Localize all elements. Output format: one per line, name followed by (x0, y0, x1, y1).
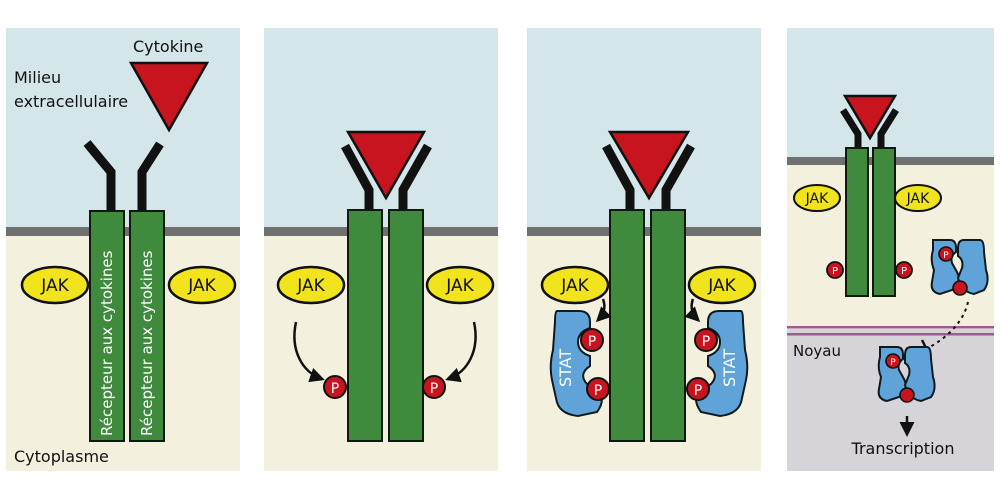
jak-enzyme-right: JAK (894, 184, 942, 212)
receptor-arm-right (661, 143, 695, 212)
svg-text:JAK: JAK (707, 276, 736, 296)
receptor-chain-left (845, 147, 869, 297)
milieu-label: Milieu (14, 68, 61, 87)
svg-text:P: P (832, 266, 838, 277)
extracellular-region (6, 28, 240, 231)
panel-4-nuclear-translocation: JAK JAK P P P Noyau P (787, 28, 994, 471)
jak-enzyme-left: JAK (20, 265, 90, 305)
svg-text:P: P (594, 383, 602, 399)
receptor-arm-right (398, 143, 432, 212)
receptor-arm-left (341, 143, 374, 212)
receptor-arm-left (840, 108, 862, 148)
svg-text:P: P (702, 334, 710, 350)
svg-text:JAK: JAK (906, 191, 930, 207)
transcription-label: Transcription (851, 439, 955, 458)
cytokine-triangle (345, 130, 427, 201)
cytokine-triangle (128, 61, 210, 133)
receptor-chain-right (650, 209, 686, 442)
noyau-label: Noyau (793, 342, 841, 360)
svg-text:JAK: JAK (296, 276, 325, 296)
nuclear-membrane (787, 326, 994, 336)
svg-text:STAT: STAT (720, 349, 739, 387)
svg-text:JAK: JAK (445, 276, 474, 296)
stat-dimer-nucleus: P (877, 346, 936, 403)
svg-text:STAT: STAT (556, 349, 575, 387)
svg-text:P: P (694, 383, 702, 399)
receptor-arm-right (137, 141, 164, 212)
phosphate-group-left-top: P (580, 328, 604, 352)
jak-enzyme-right: JAK (687, 265, 757, 305)
panel-1-receptor-unbound: Milieu extracellulaire Cytoplasme Cytoki… (6, 28, 240, 471)
phosphate-group-right: P (895, 261, 913, 279)
phosphate-group-right: P (422, 375, 446, 399)
jak-enzyme-left: JAK (276, 265, 346, 305)
translocation-arrow (927, 301, 969, 349)
receptor-chain-right (872, 147, 896, 297)
panel-2-cytokine-binding: JAK JAK P P (264, 28, 498, 471)
phosphate-group-right-top: P (694, 328, 718, 352)
cytokine-triangle (842, 94, 898, 141)
receptor-chain-right (129, 210, 165, 442)
svg-text:P: P (943, 251, 949, 261)
cytokine-triangle (607, 130, 691, 201)
receptor-arm-left (602, 143, 635, 212)
receptor-chain-left (609, 209, 645, 442)
phosphorylation-arrow-left (293, 321, 325, 383)
svg-text:P: P (890, 358, 896, 368)
svg-text:JAK: JAK (560, 276, 589, 296)
receptor-arm-right (877, 108, 899, 148)
cytoplasme-label: Cytoplasme (14, 447, 109, 466)
jak-enzyme-left: JAK (793, 184, 841, 212)
svg-text:P: P (331, 381, 339, 397)
receptor-chain-left (347, 209, 383, 442)
phosphate-group-left: P (323, 375, 347, 399)
cytokine-label: Cytokine (133, 37, 203, 56)
svg-text:JAK: JAK (805, 191, 829, 207)
phosphate-group-left: P (826, 261, 844, 279)
receptor-chain-left (89, 210, 125, 442)
receptor-chain-right (388, 209, 424, 442)
phosphate-group-right-bottom: P (686, 377, 710, 401)
svg-text:P: P (901, 266, 907, 277)
svg-text:P: P (430, 381, 438, 397)
receptor-label-left: Récepteur aux cytokines (98, 250, 116, 436)
phosphorylation-arrow-left (595, 298, 612, 323)
extracellular-region (787, 28, 994, 161)
receptor-label-right: Récepteur aux cytokines (138, 250, 156, 436)
stat-dimer-cytoplasm: P (930, 239, 989, 296)
extracellulaire-label: extracellulaire (14, 92, 128, 111)
svg-text:JAK: JAK (187, 276, 216, 296)
phosphate-group-left-bottom: P (586, 377, 610, 401)
jak-enzyme-right: JAK (425, 265, 495, 305)
svg-text:P: P (588, 334, 596, 350)
jak-enzyme-right: JAK (167, 265, 237, 305)
panel-3-stat-recruitment: JAK JAK STAT STAT P P P P (527, 28, 761, 471)
phosphorylation-arrow-right (445, 321, 477, 383)
svg-text:JAK: JAK (40, 276, 69, 296)
extracellular-region (264, 28, 498, 231)
jak-enzyme-left: JAK (540, 265, 610, 305)
extracellular-region (527, 28, 761, 231)
receptor-arm-left (83, 140, 116, 212)
phosphorylation-arrow-right (684, 298, 701, 323)
